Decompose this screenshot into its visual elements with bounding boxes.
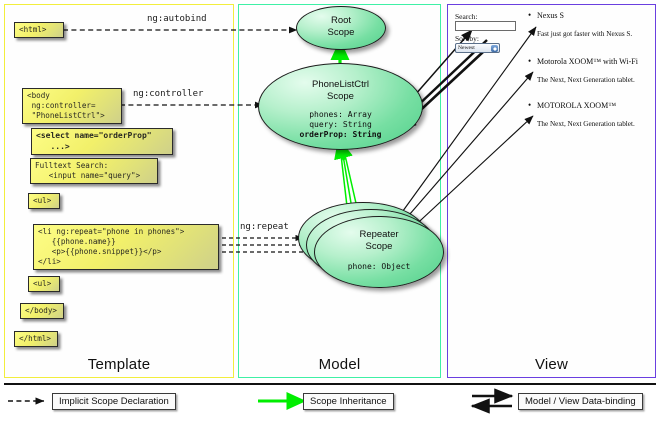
code-box-ul-open: <ul> — [28, 193, 60, 210]
scope-phonelistctrl-title-2: Scope — [327, 91, 354, 102]
list-item: Motorola XOOM™ with Wi-Fi — [528, 56, 638, 66]
code-box-body-open: <body ng:controller= "PhoneListCtrl"> — [22, 88, 122, 125]
legend-divider — [4, 383, 656, 386]
list-item: Nexus S — [528, 10, 564, 20]
scope-root-title-1: Root — [330, 15, 352, 26]
scope-repeater-title-1: Repeater — [359, 229, 399, 240]
code-box-li-repeat: <li ng:repeat="phone in phones"> {{phone… — [33, 224, 219, 271]
code-box-ul-close: <ul> — [28, 276, 60, 293]
scope-phonelistctrl-title-1: PhoneListCtrl — [311, 79, 370, 90]
scope-root: Root Scope — [296, 6, 386, 50]
code-box-body-close: </body> — [20, 303, 64, 320]
code-box-html-open: <html> — [14, 22, 64, 39]
scope-phonelistctrl-prop-phones: phones: Array — [309, 110, 372, 119]
scope-repeater-title-2: Scope — [365, 241, 393, 252]
panel-template-label: Template — [87, 356, 151, 373]
list-item: MOTOROLA XOOM™ — [528, 100, 616, 110]
search-input[interactable] — [455, 21, 516, 31]
legend-scope-inheritance: Scope Inheritance — [303, 393, 394, 410]
edge-label-controller: ng:controller — [133, 89, 204, 99]
scope-phonelistctrl-prop-orderprop: orderProp: String — [299, 130, 382, 139]
legend-implicit-scope-declaration: Implicit Scope Declaration — [52, 393, 176, 410]
edge-label-autobind: ng:autobind — [147, 14, 207, 24]
scope-phonelistctrl-prop-query: query: String — [309, 120, 372, 129]
panel-model-label: Model — [318, 356, 361, 373]
sort-select[interactable]: Newest — [455, 43, 500, 53]
legend-model-view-data-binding: Model / View Data-binding — [518, 393, 643, 410]
list-item-snippet: The Next, Next Generation tablet. — [537, 76, 635, 84]
code-box-html-close: </html> — [14, 331, 58, 348]
sort-select-value: Newest — [458, 45, 475, 51]
code-box-fulltext-search: Fulltext Search: <input name="query"> — [30, 158, 158, 185]
view-sort-label: Sort by: — [455, 34, 479, 43]
code-box-select: <select name="orderProp" ...> — [31, 128, 173, 156]
view-search-label: Search: — [455, 12, 478, 21]
list-item-snippet: The Next, Next Generation tablet. — [537, 120, 635, 128]
edge-label-repeat: ng:repeat — [240, 222, 289, 232]
scope-root-title-2: Scope — [327, 27, 355, 38]
panel-model: Model — [238, 4, 441, 378]
panel-template: Template — [4, 4, 234, 378]
list-item-snippet: Fast just got faster with Nexus S. — [537, 30, 633, 38]
panel-view-label: View — [534, 356, 569, 373]
scope-repeater: Repeater Scope phone: Object — [314, 216, 444, 288]
scope-phonelistctrl: PhoneListCtrl Scope phones: Array query:… — [258, 63, 423, 150]
chevron-updown-icon[interactable] — [491, 45, 498, 52]
scope-repeater-prop-phone: phone: Object — [347, 262, 411, 271]
